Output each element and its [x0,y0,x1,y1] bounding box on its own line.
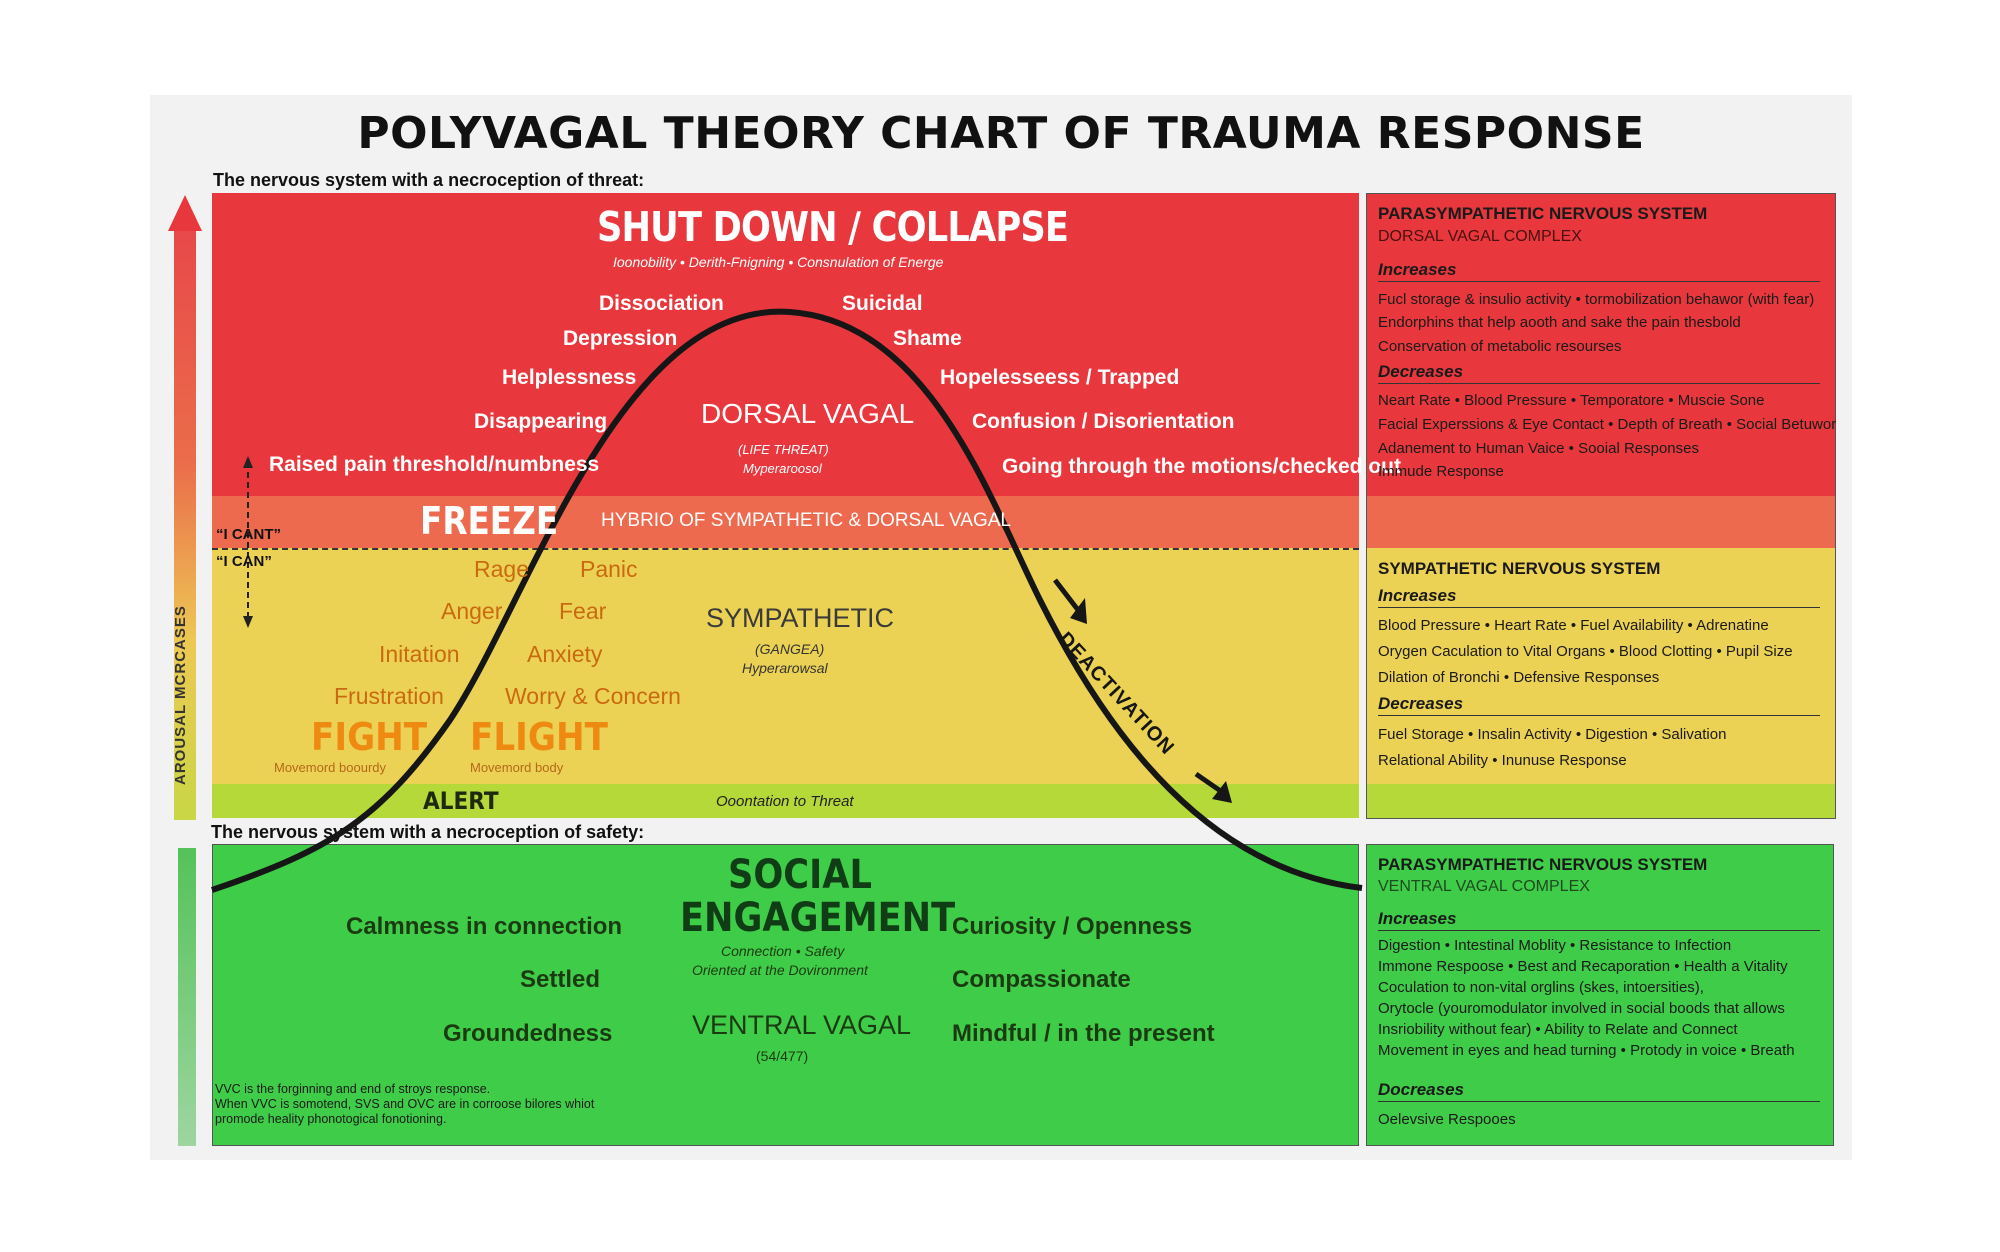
ventral-increase-item: Immone Respoose • Best and Recaporation … [1378,958,1788,975]
sympathetic-panel-heading: SYMPATHETIC NERVOUS SYSTEM [1378,559,1661,578]
safety-heading: The nervous system with a necroception o… [211,822,645,842]
flight-emotion: Panic [580,556,638,582]
ventral-panel-heading: PARASYMPATHETIC NERVOUS SYSTEM [1378,855,1708,874]
shutdown-right-item: Suicidal [842,292,923,315]
sympathetic-increase-item: Blood Pressure • Heart Rate • Fuel Avail… [1378,617,1769,634]
shutdown-right-item: Shame [893,327,962,350]
social-right-item: Curiosity / Openness [952,913,1193,940]
freeze-label: FREEZE [420,499,559,543]
sympathetic-increase-item: Orygen Caculation to Vital Organs • Bloo… [1378,643,1793,660]
freeze-zone [212,496,1359,548]
footnote-line: VVC is the forginning and end of stroys … [215,1082,491,1096]
freeze-description: HYBRIO OF SYMPATHETIC & DORSAL VAGAL [601,510,1011,531]
ventral-increase-item: Digestion • Intestinal Moblity • Resista… [1378,937,1732,954]
dorsal-increase-item: Endorphins that help aooth and sake the … [1378,314,1741,331]
social-title-line1: SOCIAL [728,852,872,898]
ventral-increase-item: Insriobility without fear) • Ability to … [1378,1021,1738,1038]
shutdown-zone [212,193,1359,496]
fight-emotion: Initation [379,641,460,667]
arousal-arrow-bar [174,228,196,820]
ventral-increase-item: Coculation to non-vital orglins (skes, i… [1378,979,1704,996]
page-title: POLYVAGAL THEORY CHART OF TRAUMA RESPONS… [357,108,1645,159]
panel-alert-strip [1366,784,1836,819]
ventral-vagal-label: VENTRAL VAGAL [692,1010,912,1040]
sympathetic-sub1: (GANGEA) [755,641,825,657]
shutdown-left-item: Raised pain threshold/numbness [269,453,600,476]
alert-label: ALERT [423,787,499,815]
dorsal-decrease-item: Immude Response [1378,463,1504,480]
shutdown-right-item: Going through the motions/checked out [1002,455,1401,478]
ventral-increases-heading: Increases [1378,909,1820,931]
fight-sub: Movemord boourdy [274,760,386,775]
fight-emotion: Anger [441,598,503,624]
dorsal-vagal-sub1: (LIFE THREAT) [738,442,829,457]
dorsal-decrease-item: Adanement to Human Vaice • Sooial Respon… [1378,440,1699,457]
shutdown-left-item: Dissociation [599,292,724,315]
social-right-item: Mindful / in the present [952,1020,1215,1047]
footnote-line: When VVC is somotend, SVS and OVC are in… [215,1097,595,1111]
shutdown-left-item: Disappearing [474,410,608,433]
sympathetic-decrease-item: Fuel Storage • Insalin Activity • Digest… [1378,726,1727,743]
dorsal-panel-subheading: DORSAL VAGAL COMPLEX [1378,228,1582,245]
ventral-panel-subheading: VENTRAL VAGAL COMPLEX [1378,878,1590,895]
flight-sub: Movemord body [470,760,564,775]
flight-emotion: Worry & Concern [505,683,681,709]
footnote-line: promode heality phonotogical fonotioning… [215,1112,447,1126]
sympathetic-decreases-heading: Decreases [1378,694,1820,716]
fight-label: FIGHT [311,715,428,759]
dorsal-panel [1366,193,1836,498]
i-cant-label: “I CANT” [216,526,281,543]
social-left-item: Settled [520,966,601,993]
social-left-item: Calmness in connection [346,913,623,940]
shutdown-title: SHUT DOWN / COLLAPSE [597,203,1069,251]
ventral-decrease-item: Oelevsive Respooes [1378,1111,1516,1128]
ventral-vagal-sub: (54/477) [756,1048,809,1064]
dorsal-vagal-sub2: Myperaroosol [743,461,822,476]
can-cant-divider [212,548,1359,550]
panel-freeze-strip [1366,496,1836,548]
ventral-decreases-heading: Docreases [1378,1080,1820,1102]
flight-emotion: Fear [559,598,607,624]
shutdown-left-item: Depression [563,327,678,350]
sympathetic-sub2: Hyperarowsal [742,660,828,676]
i-can-label: “I CAN” [216,553,272,570]
shutdown-subtitle: Ioonobility • Derith-Fnigning • Consnula… [613,254,944,270]
social-title-line2: ENGAGEMENT [680,895,956,941]
shutdown-left-item: Helplessness [502,366,637,389]
sympathetic-increase-item: Dilation of Bronchi • Defensive Response… [1378,669,1660,686]
dorsal-decrease-item: Neart Rate • Blood Pressure • Temporator… [1378,392,1765,409]
sympathetic-decrease-item: Relational Ability • Inunuse Response [1378,752,1627,769]
social-sub2: Oriented at the Dovironment [692,962,868,978]
dorsal-panel-heading: PARASYMPATHETIC NERVOUS SYSTEM [1378,204,1708,223]
dorsal-increases-heading: Increases [1378,260,1820,282]
threat-heading: The nervous system with a necroception o… [213,170,645,190]
ventral-increase-item: Movement in eyes and head turning • Prot… [1378,1042,1795,1059]
dorsal-increase-item: Conservation of metabolic resourses [1378,338,1622,355]
shutdown-right-item: Hopelesseess / Trapped [940,366,1180,389]
dorsal-vagal-label: DORSAL VAGAL [701,398,915,429]
dorsal-decreases-heading: Decreases [1378,362,1820,384]
social-sub1: Connection • Safety [721,943,845,959]
sympathetic-label: SYMPATHETIC [706,603,895,633]
shutdown-right-item: Confusion / Disorientation [972,410,1235,433]
social-right-item: Compassionate [952,966,1131,993]
social-left-item: Groundedness [443,1020,613,1047]
fight-emotion: Frustration [334,683,444,709]
sympathetic-increases-heading: Increases [1378,586,1820,608]
arousal-arrow-head [168,195,202,231]
ventral-panel [1366,844,1834,1146]
flight-label: FLIGHT [470,715,608,759]
social-zone [212,844,1359,1146]
sympathetic-zone [212,548,1359,784]
ventral-increase-item: Orytocle (youromodulator involved in soc… [1378,1000,1785,1017]
dorsal-decrease-item: Facial Experssions & Eye Contact • Depth… [1378,416,1837,433]
alert-description: Ooontation to Threat [716,793,854,810]
flight-emotion: Anxiety [527,641,603,667]
fight-emotion: Rage [474,556,529,582]
safety-bar [178,848,196,1146]
dorsal-increase-item: Fucl storage & insulio activity • tormob… [1378,291,1815,308]
sympathetic-panel [1366,548,1836,784]
